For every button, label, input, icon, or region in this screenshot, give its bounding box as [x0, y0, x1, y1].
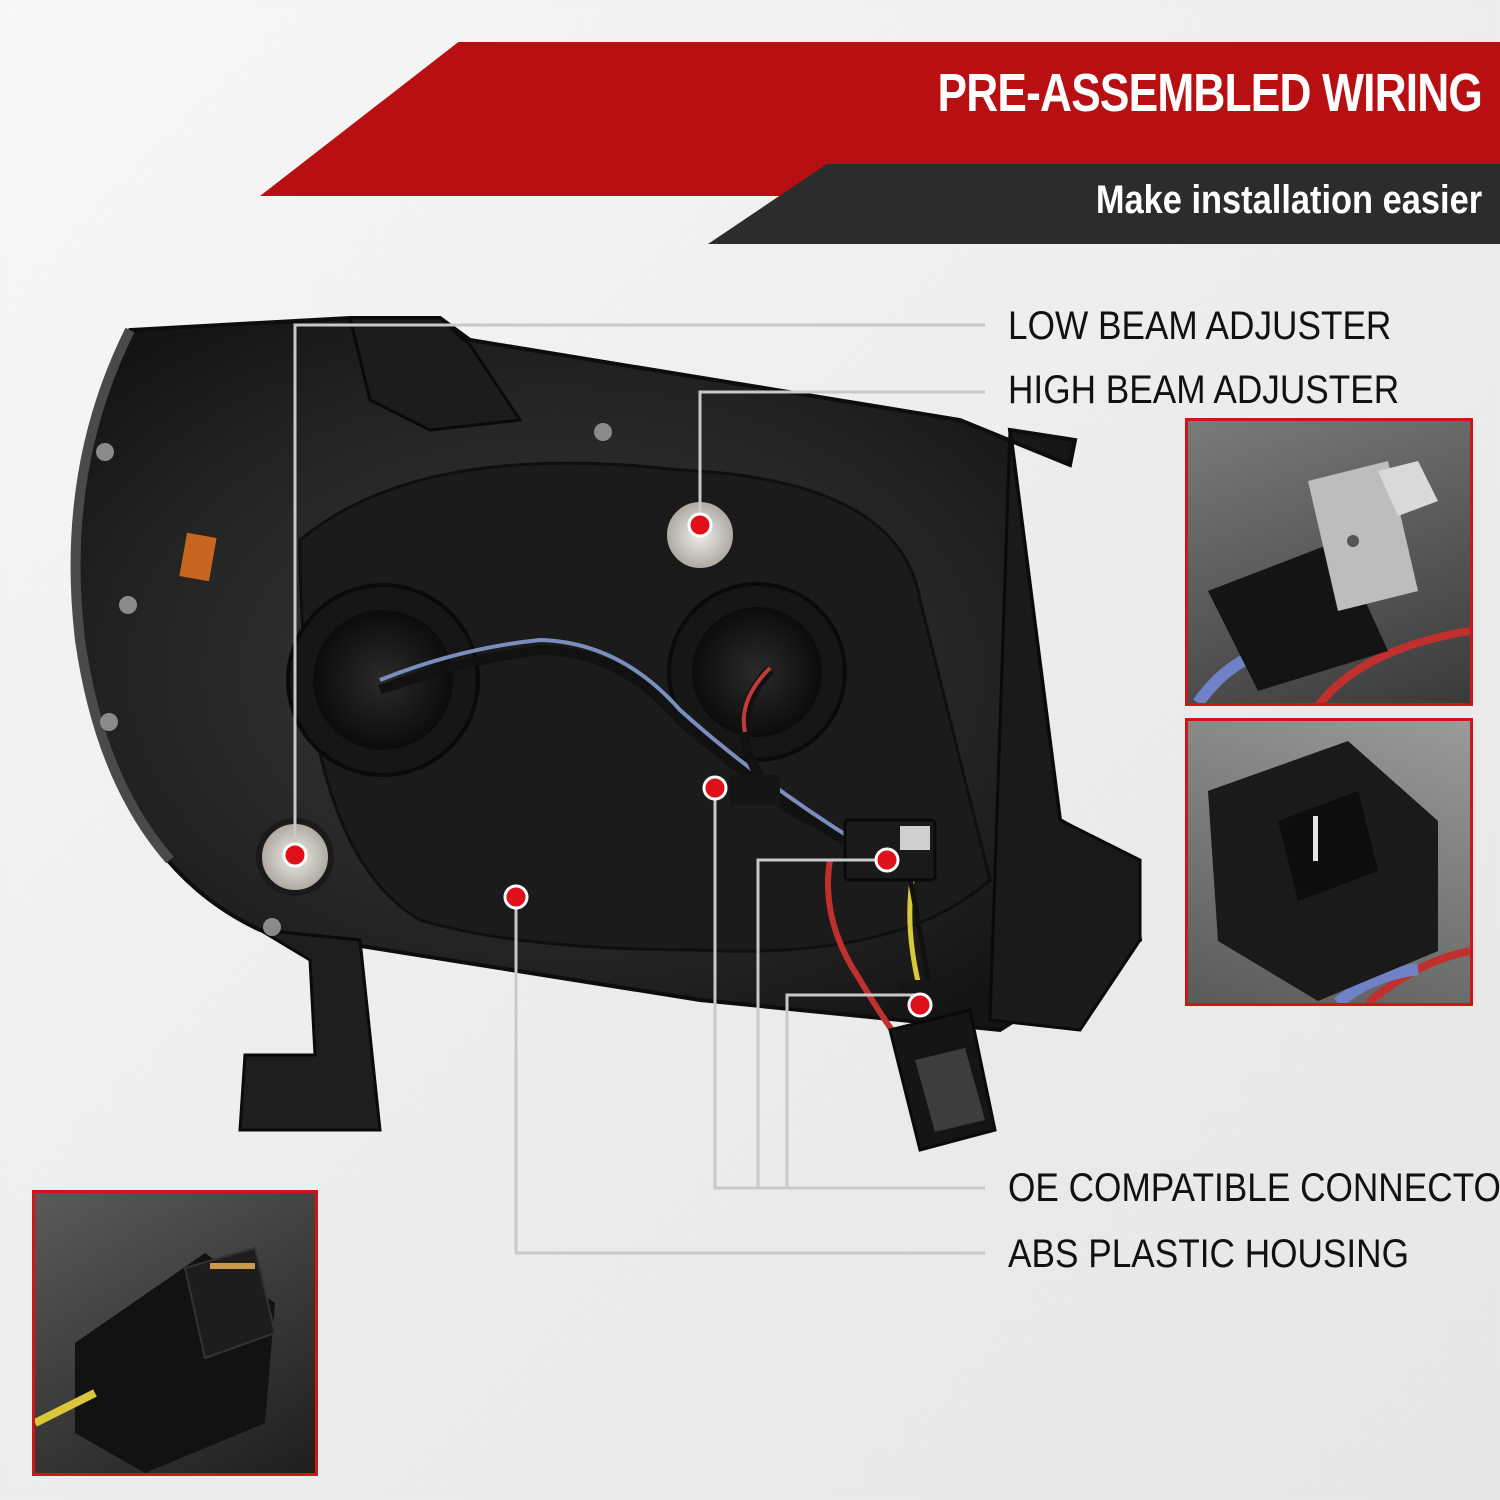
marker-dot: [907, 992, 933, 1018]
high-beam-bulb-cap: [692, 607, 822, 737]
marker-dot: [282, 842, 308, 868]
connector-detail-inset-2: [1185, 718, 1473, 1006]
oe-connectors-label: OE COMPATIBLE CONNECTORS: [1008, 1166, 1500, 1210]
connector-detail-inset-1: [1185, 418, 1473, 706]
page-subtitle: Make installation easier: [1095, 178, 1482, 222]
leader-lines: [293, 323, 985, 1255]
connector-detail-inset-3: [32, 1190, 318, 1476]
high-beam-adjuster-label: HIGH BEAM ADJUSTER: [1008, 368, 1400, 412]
mounting-bracket: [238, 928, 382, 1132]
callout-markers: [282, 512, 933, 1018]
marker-dot: [503, 884, 529, 910]
page-title: PRE-ASSEMBLED WIRING: [937, 63, 1482, 123]
low-beam-adjuster-label: LOW BEAM ADJUSTER: [1008, 304, 1392, 348]
amber-reflector: [179, 532, 217, 582]
marker-dot: [687, 512, 713, 538]
abs-housing-label: ABS PLASTIC HOUSING: [1008, 1232, 1409, 1276]
marker-dot: [874, 847, 900, 873]
header-banner-dark: [708, 164, 1500, 244]
marker-dot: [702, 775, 728, 801]
